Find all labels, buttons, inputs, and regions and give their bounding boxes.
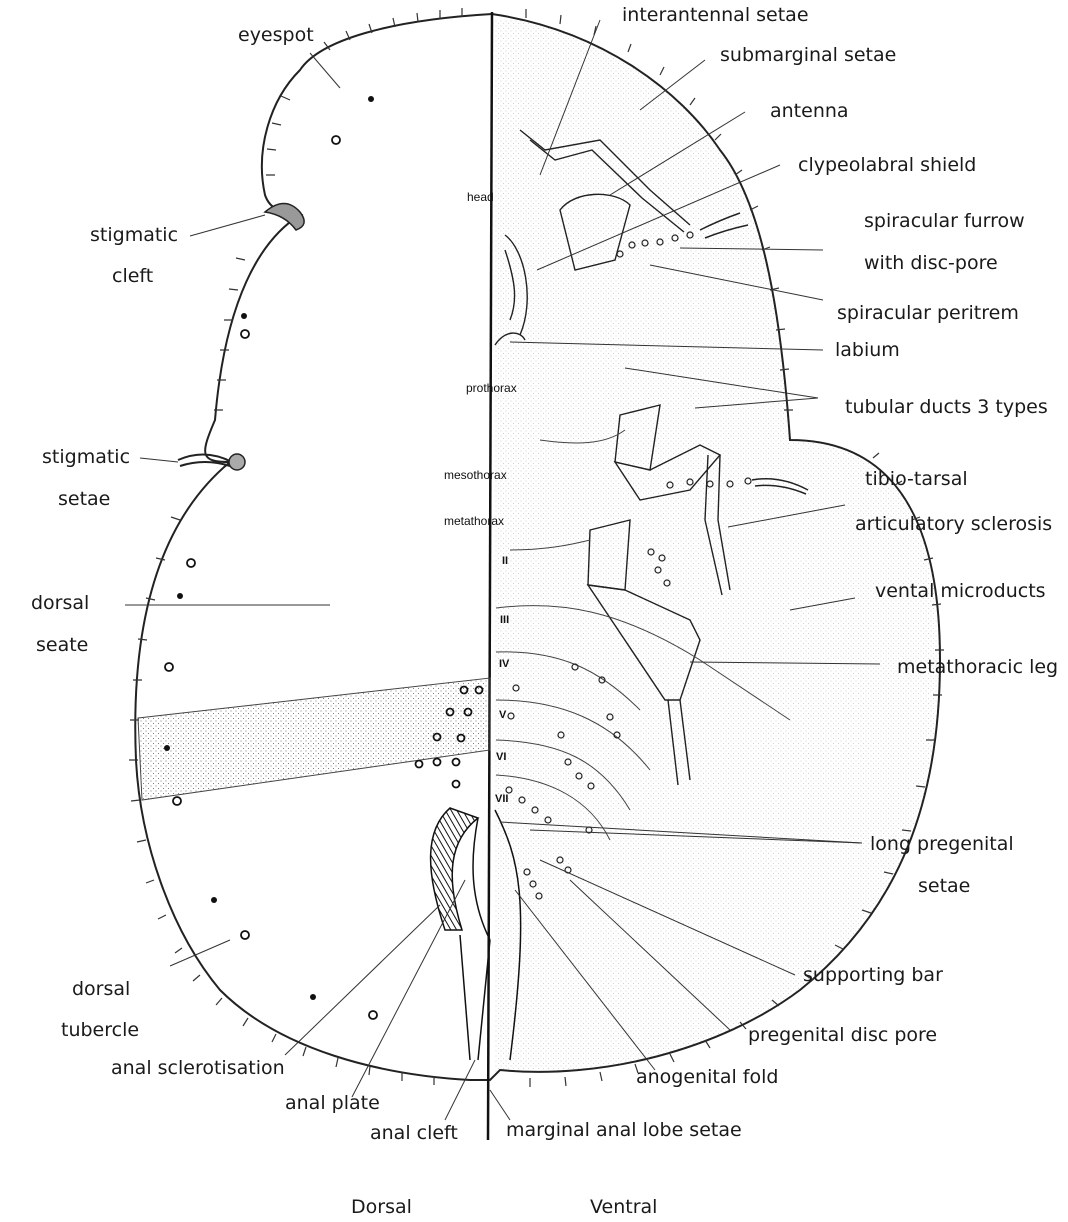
label-marginal-anal-lobe-setae: marginal anal lobe setae xyxy=(506,1121,742,1140)
dorsal-dots xyxy=(164,96,374,1000)
label-antenna: antenna xyxy=(770,102,849,121)
label-stigmatic-cleft-2: cleft xyxy=(112,267,153,286)
label-tibio-tarsal-2: articulatory sclerosis xyxy=(855,515,1052,534)
label-dorsal-seate: dorsal xyxy=(31,594,89,613)
body-midline xyxy=(488,12,492,1140)
label-spiracular-furrow: spiracular furrow xyxy=(864,212,1025,231)
label-dorsal-tubercle: dorsal xyxy=(72,980,130,999)
segment-II: II xyxy=(502,556,508,567)
segment-mesothorax: mesothorax xyxy=(444,469,507,481)
label-spiracular-furrow-2: with disc-pore xyxy=(864,254,998,273)
label-interantennal-setae: interantennal setae xyxy=(622,6,809,25)
label-anogenital-fold: anogenital fold xyxy=(636,1068,778,1087)
label-anal-plate: anal plate xyxy=(285,1094,380,1113)
label-tibio-tarsal: tibio-tarsal xyxy=(865,470,968,489)
label-stigmatic-cleft: stigmatic xyxy=(90,226,178,245)
label-tubular-ducts: tubular ducts 3 types xyxy=(845,398,1048,417)
label-labium: labium xyxy=(835,341,900,360)
segment-metathorax: metathorax xyxy=(444,515,504,527)
label-ventral-microducts: vental microducts xyxy=(875,582,1046,601)
segment-V: V xyxy=(499,710,506,721)
label-dorsal-seate-2: seate xyxy=(36,636,88,655)
label-pregenital-disc-pore: pregenital disc pore xyxy=(748,1026,937,1045)
footer-dorsal: Dorsal xyxy=(351,1196,412,1218)
segment-VII: VII xyxy=(495,794,508,805)
footer-ventral: Ventral xyxy=(590,1196,657,1218)
label-stigmatic-setae-2: setae xyxy=(58,490,110,509)
label-spiracular-peritrem: spiracular peritrem xyxy=(837,304,1019,323)
label-dorsal-tubercle-2: tubercle xyxy=(61,1021,139,1040)
stippled-band xyxy=(138,678,490,800)
label-eyespot: eyespot xyxy=(238,26,314,45)
label-long-pregenital-2: setae xyxy=(918,877,970,896)
segment-IV: IV xyxy=(499,659,509,670)
label-stigmatic-setae: stigmatic xyxy=(42,448,130,467)
segment-prothorax: prothorax xyxy=(466,382,517,394)
segment-VI: VI xyxy=(496,752,506,763)
label-clypeolabral-shield: clypeolabral shield xyxy=(798,156,976,175)
label-anal-sclerotisation: anal sclerotisation xyxy=(111,1059,285,1078)
label-supporting-bar: supporting bar xyxy=(803,966,943,985)
label-metathoracic-leg: metathoracic leg xyxy=(897,658,1058,677)
segment-III: III xyxy=(500,615,509,626)
label-submarginal-setae: submarginal setae xyxy=(720,46,896,65)
segment-head: head xyxy=(467,191,494,203)
label-anal-cleft: anal cleft xyxy=(370,1124,458,1143)
label-long-pregenital: long pregenital xyxy=(870,835,1014,854)
